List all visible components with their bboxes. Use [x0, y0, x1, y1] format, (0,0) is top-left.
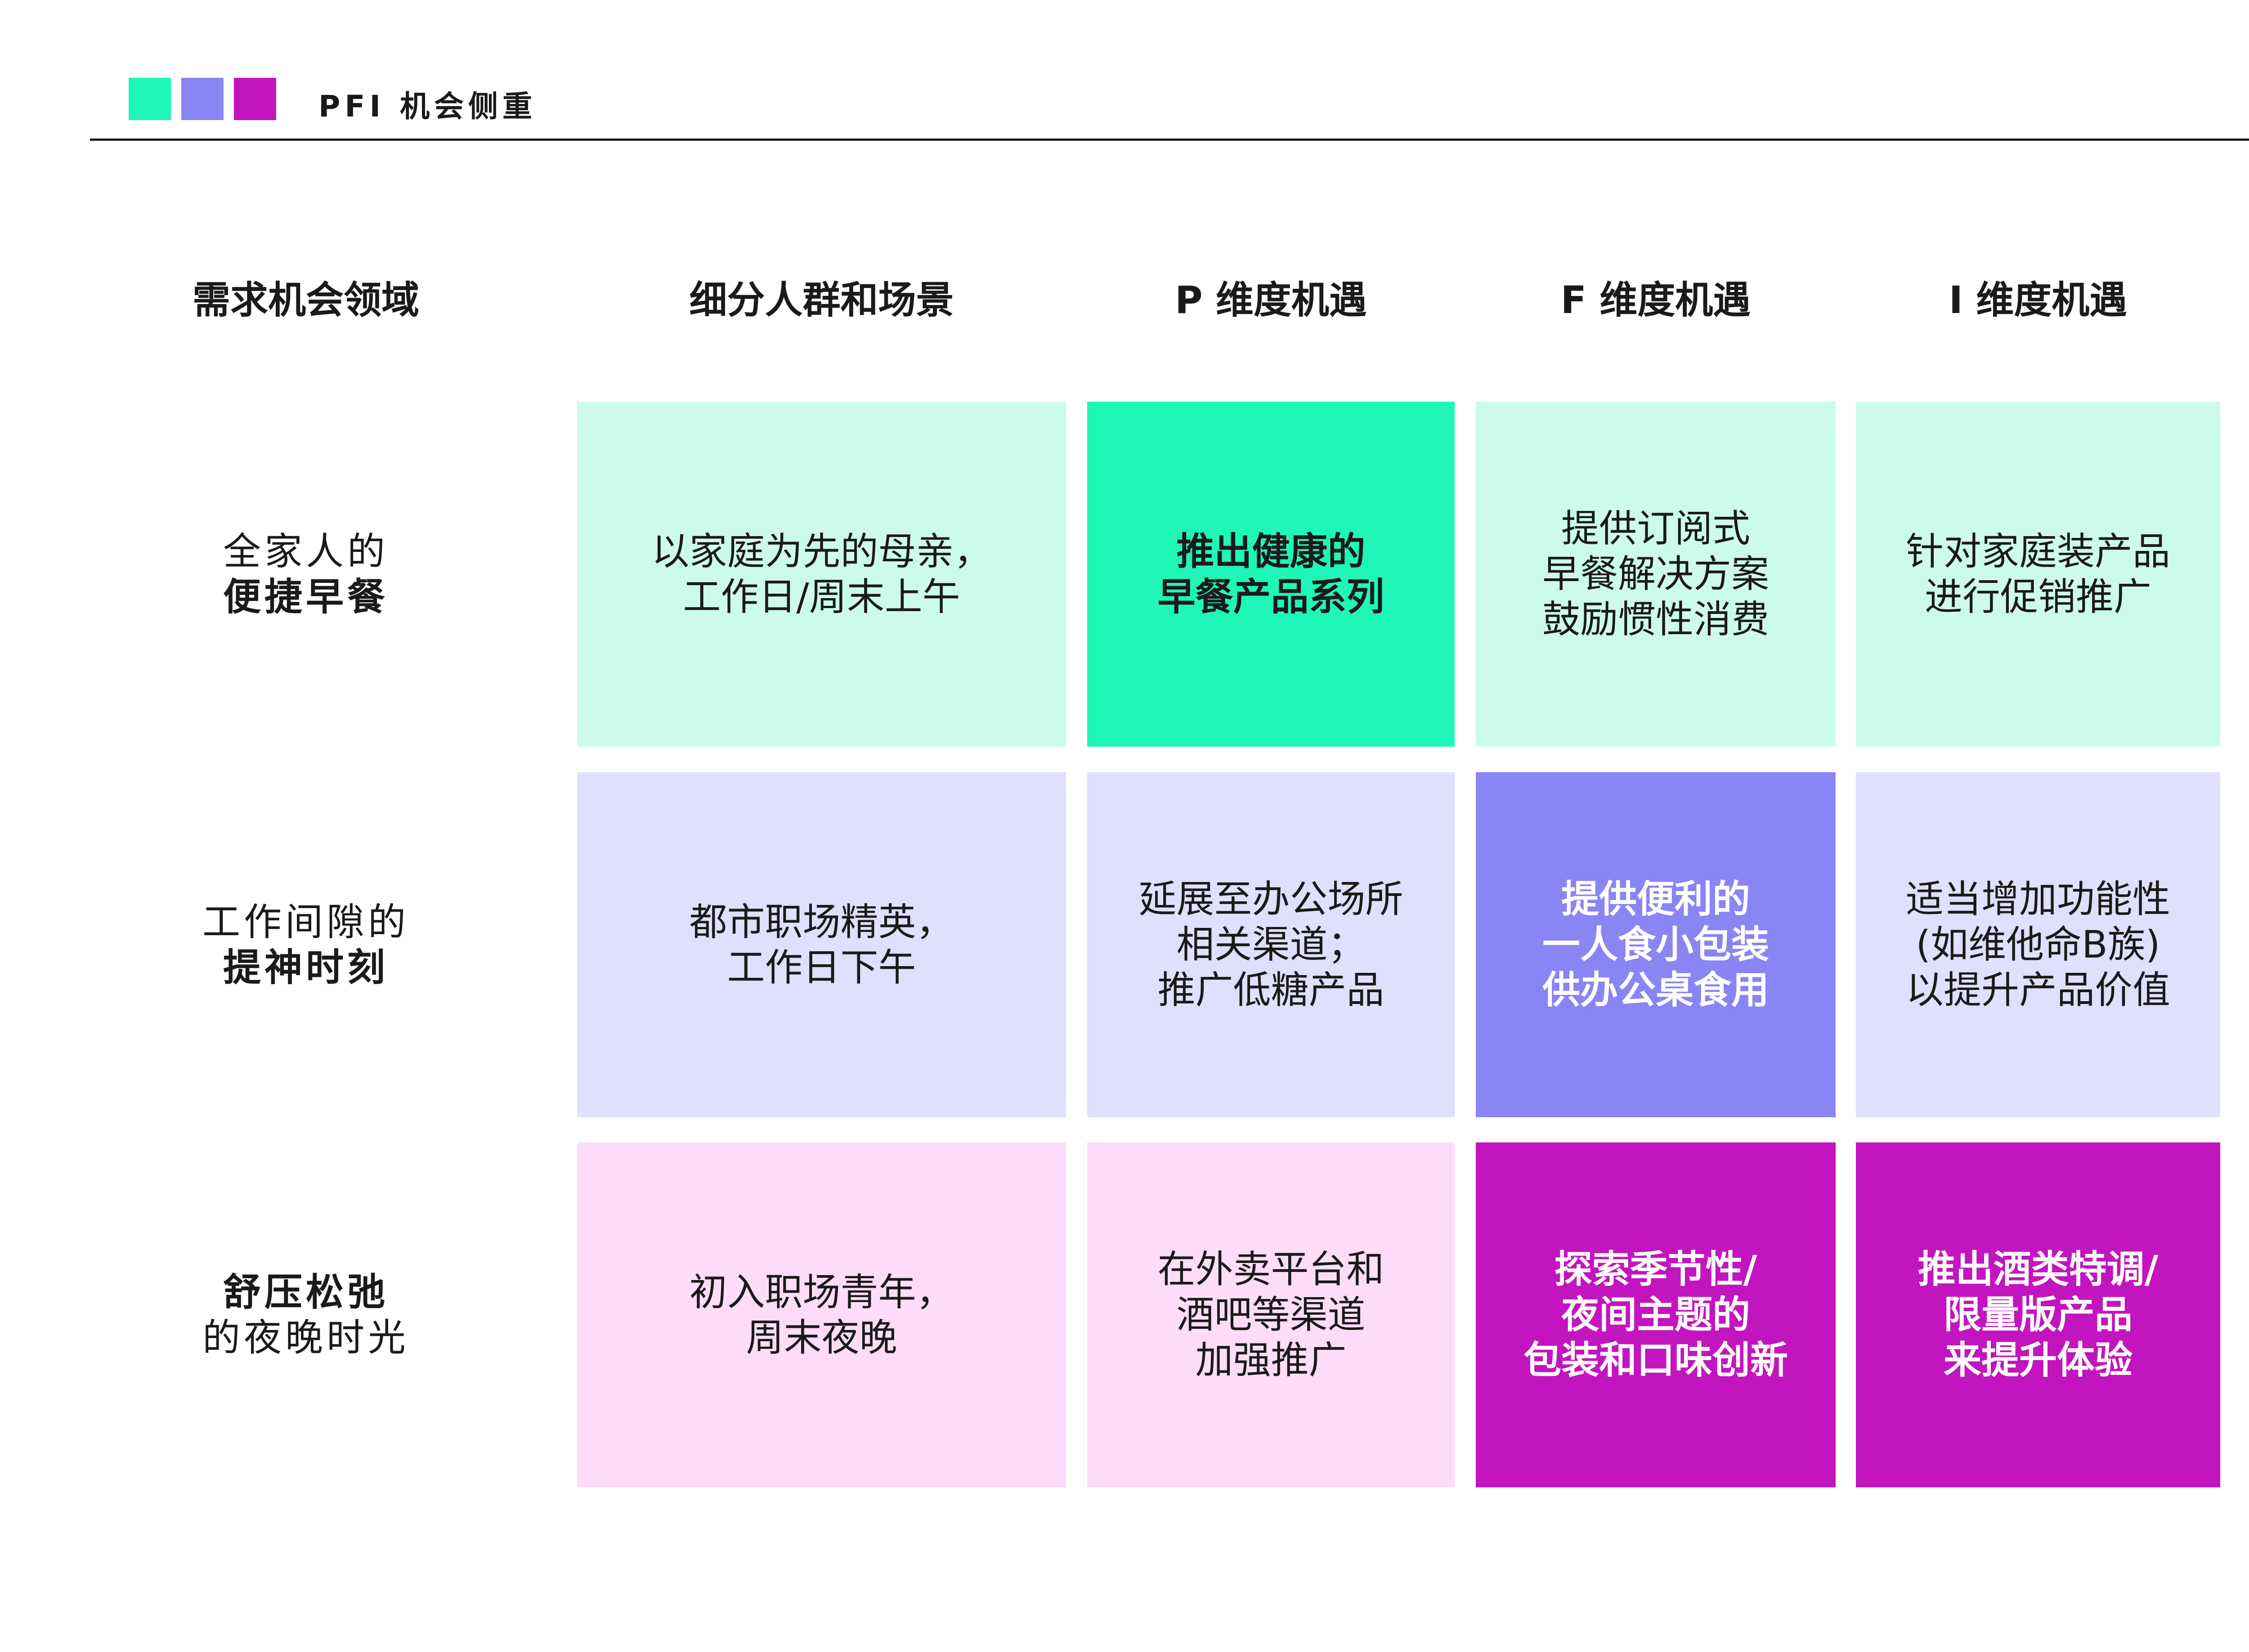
row-label-breakfast: 全家人的 便捷早餐 [135, 402, 477, 747]
row-label-line-bold: 舒压松弛 [223, 1270, 389, 1314]
page-header: PFI 机会侧重 [0, 0, 2249, 144]
column-header-segment: 细分人群和场景 [689, 278, 954, 322]
row-label-line: 工作间隙的 [202, 900, 409, 944]
cell-evening-i: 推出酒类特调/ 限量版产品 来提升体验 [1856, 1142, 2220, 1487]
column-header-f: F 维度机遇 [1560, 278, 1751, 322]
cell-breakfast-i: 针对家庭装产品 进行促销推广 [1856, 402, 2220, 747]
legend-square-p [129, 78, 171, 120]
cell-workbreak-f: 提供便利的 一人食小包装 供办公桌食用 [1476, 772, 1836, 1117]
cell-workbreak-segment: 都市职场精英， 工作日下午 [577, 772, 1066, 1117]
legend-square-f [181, 78, 224, 120]
row-label-line: 的夜晚时光 [202, 1315, 409, 1360]
row-label-evening: 舒压松弛 的夜晚时光 [135, 1142, 477, 1487]
row-label-line-bold: 便捷早餐 [223, 574, 389, 619]
row-label-line-bold: 提神时刻 [223, 945, 389, 989]
cell-workbreak-i: 适当增加功能性 (如维他命B族) 以提升产品价值 [1856, 772, 2220, 1117]
cell-breakfast-p: 推出健康的 早餐产品系列 [1087, 402, 1455, 747]
column-header-i: I 维度机遇 [1949, 278, 2128, 322]
cell-evening-segment: 初入职场青年， 周末夜晚 [577, 1142, 1066, 1487]
legend-square-i [234, 78, 276, 120]
cell-breakfast-f: 提供订阅式 早餐解决方案 鼓励惯性消费 [1476, 402, 1836, 747]
cell-evening-f: 探索季节性/ 夜间主题的 包装和口味创新 [1476, 1142, 1836, 1487]
cell-breakfast-segment: 以家庭为先的母亲， 工作日/周末上午 [577, 402, 1066, 747]
column-header-demand-area: 需求机会领域 [192, 278, 419, 322]
page-title: PFI 机会侧重 [318, 89, 537, 124]
column-header-p: P 维度机遇 [1175, 278, 1367, 322]
cell-evening-p: 在外卖平台和 酒吧等渠道 加强推广 [1087, 1142, 1455, 1487]
row-label-line: 全家人的 [223, 529, 389, 573]
cell-workbreak-p: 延展至办公场所 相关渠道； 推广低糖产品 [1087, 772, 1455, 1117]
row-label-work-break: 工作间隙的 提神时刻 [135, 772, 477, 1117]
header-divider [90, 139, 2249, 141]
